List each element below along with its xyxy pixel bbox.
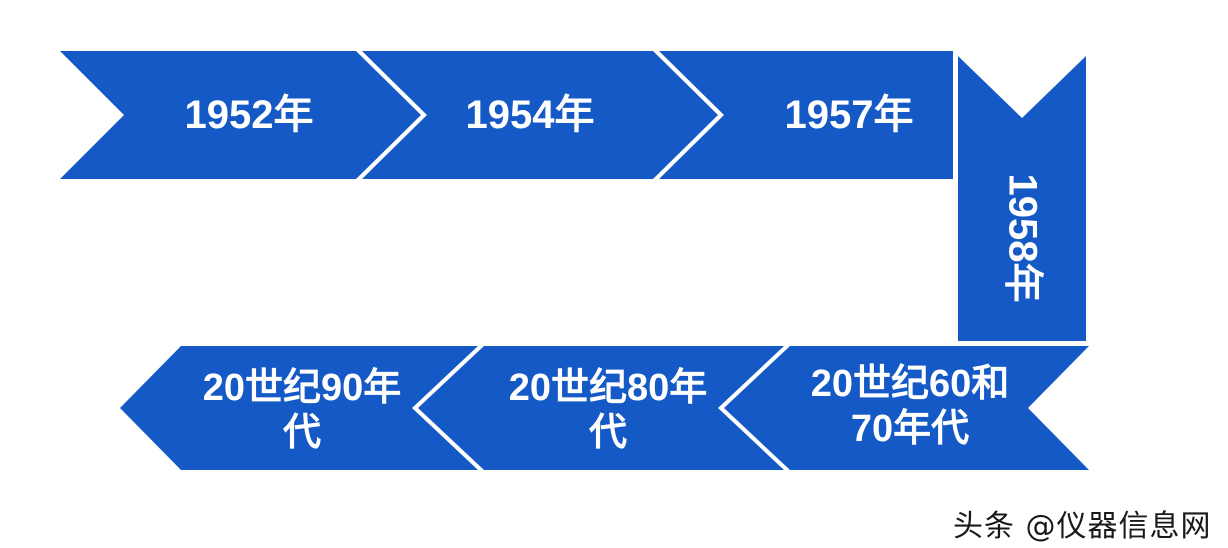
step-1958-label: 1958年 (1000, 173, 1045, 303)
step-1954-shape (362, 51, 718, 179)
step-60s70s-label: 20世纪60和 70年代 (760, 362, 1060, 452)
step-1958-shape (958, 56, 1086, 341)
step-60s70s-line2: 70年代 (850, 407, 970, 450)
step-60s70s-shape (724, 346, 1089, 470)
step-1957-label: 1957年 (784, 93, 914, 137)
step-1952-shape (60, 51, 421, 179)
step-80s-label: 20世纪80年 代 (458, 366, 758, 456)
step-90s-line1: 20世纪90年 (202, 367, 402, 409)
step-1952-label: 1952年 (184, 93, 314, 137)
watermark: 头条 @仪器信息网 (953, 509, 1212, 544)
step-1954-label: 1954年 (465, 93, 595, 137)
step-90s-shape (120, 346, 478, 470)
step-80s-line2: 代 (588, 411, 627, 454)
step-90s-line2: 代 (282, 411, 321, 454)
step-80s-line1: 20世纪80年 (508, 367, 708, 409)
step-90s-label: 20世纪90年 代 (152, 366, 452, 456)
step-1957-shape (659, 51, 953, 179)
step-60s70s-line1: 20世纪60和 (810, 363, 1010, 405)
step-80s-shape (418, 346, 784, 470)
